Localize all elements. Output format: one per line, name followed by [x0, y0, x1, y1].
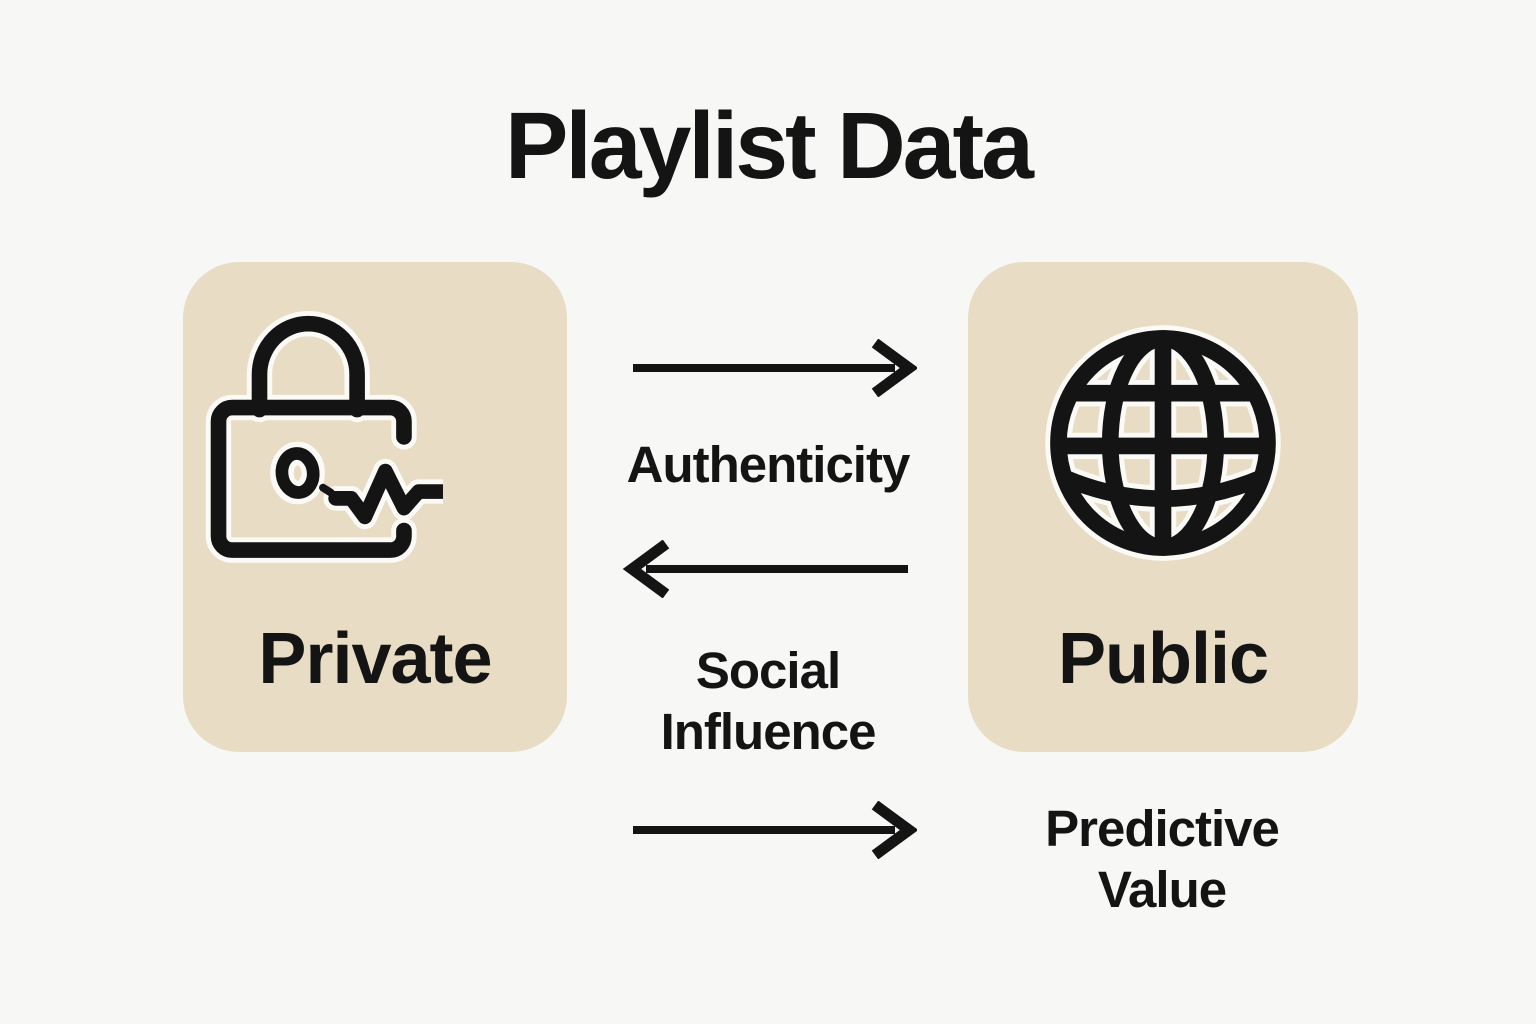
lock-audio-wave-icon — [205, 311, 443, 563]
node-label-private: Private — [258, 619, 492, 699]
diagram-title: Playlist Data — [505, 93, 1034, 199]
node-label-public: Public — [1057, 619, 1269, 699]
node-card-public: Public — [968, 262, 1358, 752]
edge-label-predictive-value: Predictive Value — [962, 798, 1362, 920]
node-card-private: Private — [183, 262, 567, 752]
arrow-right-icon — [633, 801, 917, 859]
edge-label-line: Influence — [660, 703, 877, 760]
edge-label-authenticity: Authenticity — [568, 434, 968, 495]
arrow-right-icon — [633, 339, 917, 397]
edge-label-line: Social — [695, 642, 841, 699]
edge-label-line: Predictive — [1045, 800, 1280, 857]
globe-icon — [1045, 325, 1281, 561]
arrow-left-icon — [622, 540, 908, 598]
edge-label-line: Value — [1097, 861, 1227, 918]
edge-label-social-influence: Social Influence — [568, 640, 968, 762]
edge-label-line: Authenticity — [626, 436, 911, 493]
